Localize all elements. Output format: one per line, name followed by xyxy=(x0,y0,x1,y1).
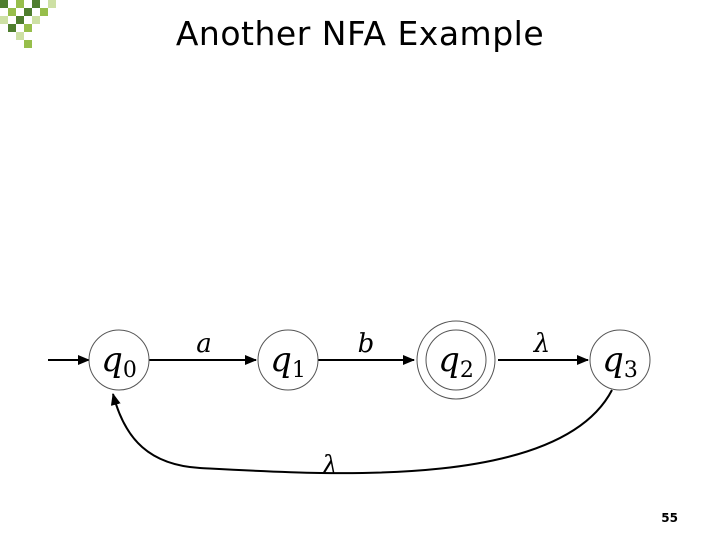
edge-label-q1-q2: b xyxy=(358,329,375,359)
svg-text:q1: q1 xyxy=(270,340,306,383)
svg-text:q2: q2 xyxy=(438,340,474,383)
svg-text:q0: q0 xyxy=(101,340,137,383)
slide-title: Another NFA Example xyxy=(175,14,545,53)
svg-text:q3: q3 xyxy=(602,340,638,383)
state-q2-accepting: q2 xyxy=(416,320,496,400)
transition-arrow-q3-q0 xyxy=(110,389,613,475)
state-q1: q1 xyxy=(257,329,319,391)
edge-label-q0-q1: a xyxy=(196,329,212,359)
checker-decoration xyxy=(0,0,56,48)
slide-number: 55 xyxy=(661,511,678,525)
state-q0: q0 xyxy=(88,329,150,391)
state-q3: q3 xyxy=(589,329,651,391)
edge-label-q2-q3: λ xyxy=(533,329,550,359)
edge-label-q3-q0: λ xyxy=(321,451,338,481)
